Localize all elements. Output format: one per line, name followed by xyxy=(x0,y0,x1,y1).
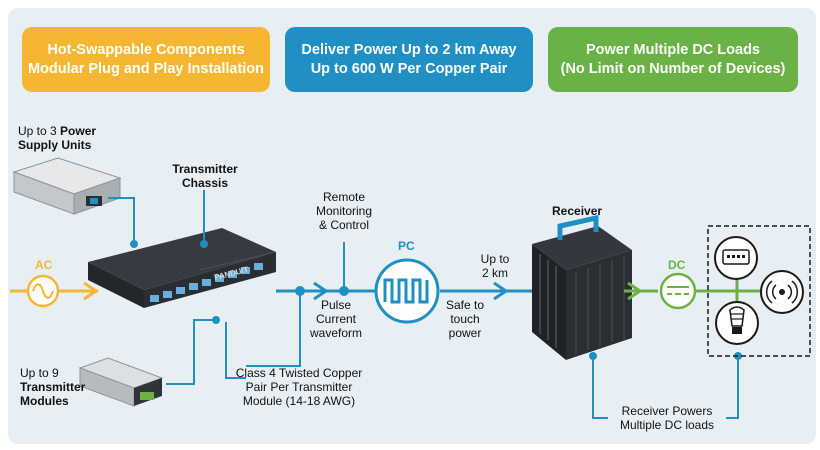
dc-loads-box xyxy=(707,225,811,357)
power-supply-unit xyxy=(12,157,122,215)
network-switch-icon xyxy=(714,236,758,280)
pulse-label-line3: waveform xyxy=(309,326,362,340)
cable-label: Class 4 Twisted Copper Pair Per Transmit… xyxy=(224,366,374,408)
remote-monitoring-label: Remote Monitoring & Control xyxy=(302,190,386,232)
safe-to-touch-label: Safe to touch power xyxy=(440,298,490,340)
banner-hot-swappable-line1: Hot-Swappable Components xyxy=(47,41,245,58)
remote-label-line3: & Control xyxy=(318,218,370,232)
safe-label-line3: power xyxy=(448,326,482,340)
safe-label-line1: Safe to xyxy=(445,298,485,312)
receiver-unit xyxy=(532,214,632,360)
cable-label-line2: Pair Per Transmitter xyxy=(245,380,353,394)
module-connection-dot xyxy=(212,316,220,324)
chassis-label: Transmitter Chassis xyxy=(160,162,250,190)
banner-deliver-power-line1: Deliver Power Up to 2 km Away xyxy=(301,41,517,58)
psu-label-prefix: Up to 3 xyxy=(18,124,61,138)
banner-dc-loads-line1: Power Multiple DC Loads xyxy=(585,41,760,58)
modules-label-line1: Up to 9 xyxy=(20,366,59,380)
dc-label: DC xyxy=(668,258,686,272)
chassis-connection-dot xyxy=(200,240,208,248)
safe-label-line2: touch xyxy=(450,312,480,326)
ac-power-line xyxy=(10,274,99,308)
receiver-connection-dot xyxy=(589,352,597,360)
distance-label: Up to 2 km xyxy=(470,252,520,280)
pc-label: PC xyxy=(398,239,415,253)
modules-label: Up to 9 Transmitter Modules xyxy=(20,366,85,408)
distance-label-line2: 2 km xyxy=(481,266,508,280)
connector-lines xyxy=(108,190,739,419)
transmitter-module xyxy=(78,357,164,407)
psu-label-bold2: Supply Units xyxy=(18,138,92,152)
led-bulb-icon xyxy=(715,301,759,345)
chassis-label-line2: Chassis xyxy=(181,176,229,190)
wireless-access-point-icon xyxy=(760,270,804,314)
banner-hot-swappable-line2: Modular Plug and Play Installation xyxy=(27,60,265,77)
receiver-label: Receiver xyxy=(552,204,603,218)
banner-hot-swappable: Hot-Swappable Components Modular Plug an… xyxy=(22,27,270,92)
cable-label-line3: Module (14-18 AWG) xyxy=(242,394,356,408)
loads-label-line1: Receiver Powers xyxy=(621,404,713,418)
distance-label-line1: Up to xyxy=(480,252,510,266)
ac-label: AC xyxy=(35,258,53,272)
banner-deliver-power: Deliver Power Up to 2 km Away Up to 600 … xyxy=(285,27,533,92)
pulse-current-icon xyxy=(374,258,440,324)
remote-label-line1: Remote xyxy=(322,190,366,204)
dc-loads-label: Receiver Powers Multiple DC loads xyxy=(608,404,726,432)
banner-deliver-power-line2: Up to 600 W Per Copper Pair xyxy=(310,60,508,77)
psu-connection-dot xyxy=(130,240,138,248)
pulse-label-line2: Current xyxy=(315,312,356,326)
psu-label: Up to 3 Power Supply Units xyxy=(18,124,96,152)
chassis-label-line1: Transmitter xyxy=(172,162,238,176)
loads-label-line2: Multiple DC loads xyxy=(619,418,715,432)
banner-dc-loads: Power Multiple DC Loads (No Limit on Num… xyxy=(548,27,798,92)
pulse-label-line1: Pulse xyxy=(320,298,352,312)
transmitter-chassis xyxy=(88,228,277,308)
remote-label-line2: Monitoring xyxy=(315,204,373,218)
pc-power-line xyxy=(276,281,540,301)
cable-label-line1: Class 4 Twisted Copper xyxy=(235,366,363,380)
banner-dc-loads-line2: (No Limit on Number of Devices) xyxy=(560,60,786,77)
modules-label-line3: Modules xyxy=(20,394,69,408)
modules-label-line2: Transmitter xyxy=(20,380,86,394)
pulse-current-label: Pulse Current waveform xyxy=(304,298,368,340)
psu-label-bold1: Power xyxy=(60,124,97,138)
